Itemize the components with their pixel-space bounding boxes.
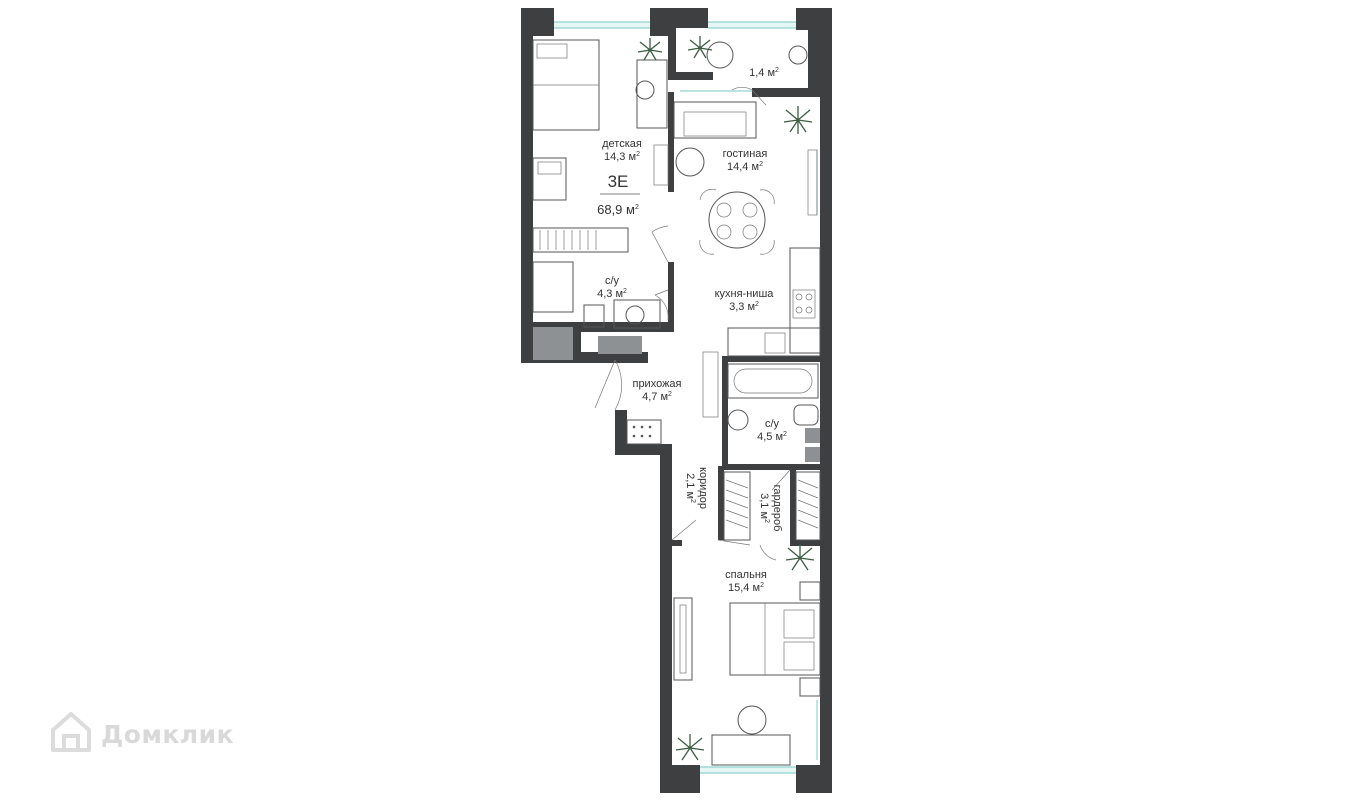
room-kids-area: 14,3 м2	[604, 151, 640, 163]
plant-icons	[637, 36, 815, 761]
room-bath2-area: 4,5 м2	[757, 431, 787, 443]
windows	[554, 21, 818, 774]
watermark-brand: Домклик	[101, 720, 235, 749]
living-room-furniture	[673, 101, 818, 255]
apartment-code: 3Е	[608, 172, 629, 191]
room-kitchen-area: 3,3 м2	[729, 301, 759, 313]
bathroom-1-fixtures	[532, 261, 661, 329]
room-bath2-name: с/у	[765, 418, 780, 430]
room-bedroom-name: спальня	[725, 569, 767, 581]
apartment-badge	[591, 164, 645, 218]
total-area: 68,9 м2	[597, 202, 639, 217]
room-kids-name: детская	[602, 138, 642, 150]
balcony-furniture	[706, 41, 808, 69]
room-bath1-area: 4,3 м2	[597, 288, 627, 300]
hallway-fixtures	[626, 351, 719, 445]
bedroom-furniture	[673, 581, 821, 766]
utility-shafts	[533, 327, 820, 462]
house-logo-icon	[47, 708, 95, 761]
watermark: Домклик	[47, 708, 234, 761]
room-corridor-name: коридор	[697, 467, 709, 509]
room-balcony-area: 1,4 м2	[749, 67, 779, 79]
room-wardrobe-name: гардероб	[771, 485, 783, 532]
room-kitchen-name: кухня-ниша	[715, 288, 775, 300]
kids-room-furniture	[532, 39, 669, 253]
kitchen-fixtures	[727, 247, 821, 357]
room-bath1-name: с/у	[605, 275, 620, 287]
room-hallway-name: прихожая	[632, 378, 681, 390]
room-living-name: гостиная	[723, 148, 768, 160]
doors	[594, 86, 791, 561]
room-corridor-area: 2,1 м2	[684, 473, 696, 503]
room-hallway-area: 4,7 м2	[642, 391, 672, 403]
bathroom-2-fixtures	[727, 363, 819, 431]
room-wardrobe-area: 3,1 м2	[758, 493, 770, 523]
room-labels: 1,4 м2 детская 14,3 м2 3Е 68,9 м2 гостин…	[597, 67, 787, 594]
room-living-area: 14,4 м2	[727, 161, 763, 173]
wardrobe-fixtures	[723, 471, 821, 541]
room-bedroom-area: 15,4 м2	[728, 582, 764, 594]
